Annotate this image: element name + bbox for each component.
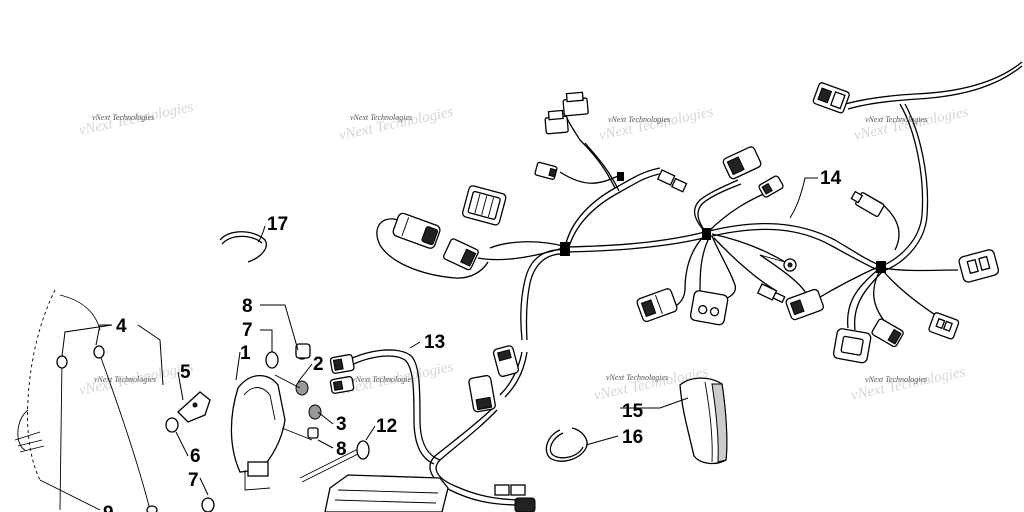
- callout-8: 8: [242, 296, 253, 317]
- connector: [534, 161, 558, 180]
- connector: [461, 185, 507, 226]
- connector: [785, 288, 824, 321]
- headlight-harness: [329, 349, 441, 465]
- callout-16: 16: [622, 427, 643, 448]
- connector: [850, 190, 885, 218]
- watermark-text: vNext Technologies: [606, 373, 668, 382]
- callouts: 17 8 7 4 1 2 13 5 3 12 8 6 7 9 14 15 16: [103, 168, 842, 512]
- callout-5: 5: [180, 362, 191, 383]
- connector: [758, 175, 784, 198]
- watermark-bg: vNext Technologies: [338, 104, 455, 144]
- callout-4: 4: [116, 316, 127, 337]
- watermark-text: vNext Technologies: [94, 375, 156, 384]
- fairing-outline: [14, 289, 158, 512]
- watermark-text: vNext Technologies: [350, 113, 412, 122]
- callout-1: 1: [240, 343, 251, 364]
- callout-6: 6: [190, 446, 201, 467]
- callout-7: 7: [242, 320, 253, 341]
- connector: [958, 249, 1000, 283]
- connector: [494, 484, 526, 496]
- watermark-text: vNext Technologies: [352, 375, 414, 384]
- connector: [468, 374, 496, 413]
- callout-15: 15: [622, 401, 644, 422]
- callout-2: 2: [313, 354, 324, 375]
- connector: [871, 318, 904, 348]
- watermark-text: vNext Technologies: [608, 115, 670, 124]
- watermark-text: vNext Technologies: [92, 113, 154, 122]
- connector: [443, 238, 479, 271]
- watermark-text: vNext Technologies: [865, 375, 927, 384]
- watermark-labels: vNext Technologies vNext Technologies vN…: [92, 113, 927, 384]
- leader-lines: [61, 177, 818, 496]
- connector: [329, 354, 355, 374]
- callout-7: 7: [188, 470, 199, 491]
- callout-14: 14: [820, 168, 842, 189]
- connector: [832, 328, 872, 364]
- sleeve-15: [679, 377, 728, 465]
- connector: [636, 288, 678, 323]
- headlight-assembly: [165, 343, 449, 512]
- connector: [562, 91, 589, 117]
- harness-connectors: [392, 82, 1000, 512]
- connector: [544, 109, 569, 135]
- connector: [722, 146, 762, 180]
- connector: [392, 212, 441, 249]
- connector: [812, 82, 850, 114]
- connector: [329, 376, 355, 394]
- connector: [689, 290, 729, 326]
- clamp-16: [545, 427, 588, 462]
- watermark-text: vNext Technologies: [865, 115, 927, 124]
- connector: [656, 169, 688, 193]
- connector: [928, 312, 960, 340]
- callout-9: 9: [103, 503, 114, 512]
- callout-12: 12: [376, 416, 397, 437]
- connector: [492, 345, 519, 377]
- callout-17: 17: [267, 214, 288, 235]
- callout-3: 3: [336, 414, 347, 435]
- ring-terminal: [759, 254, 797, 272]
- callout-13: 13: [424, 332, 445, 353]
- callout-8: 8: [336, 439, 347, 460]
- connector: [514, 497, 536, 512]
- connector: [756, 283, 786, 304]
- clip-17: [219, 231, 267, 263]
